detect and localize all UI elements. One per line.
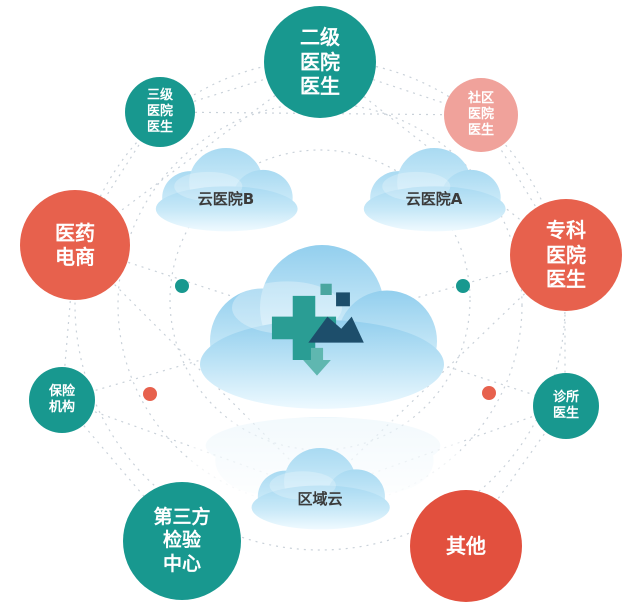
- node-insurance-institutions: 保险 机构: [29, 367, 95, 433]
- node-label: 其他: [446, 533, 486, 558]
- node-label: 诊所 医生: [552, 390, 579, 421]
- connector-dot-red-left: [143, 387, 157, 401]
- node-label: 二级 医院 医生: [300, 25, 340, 99]
- node-label: 专科 医院 医生: [546, 218, 586, 292]
- medical-plus-mountain-upload-icon: [262, 282, 372, 386]
- cloud-regional-label: 区域云: [297, 490, 343, 508]
- connector-dot-red-right: [482, 386, 496, 400]
- node-pharma-ecommerce: 医药 电商: [20, 190, 130, 300]
- cloud-hospital-b: 云医院B: [148, 148, 304, 234]
- node-label: 社区 医院 医生: [467, 91, 494, 138]
- connector-dot-teal-left: [175, 279, 189, 293]
- node-label: 医药 电商: [55, 220, 95, 269]
- node-label: 第三方 检验 中心: [153, 506, 211, 575]
- connector-dot-teal-right: [456, 279, 470, 293]
- node-secondary-hospital-doctors: 二级 医院 医生: [264, 6, 376, 118]
- node-community-hospital-doctors: 社区 医院 医生: [444, 78, 518, 152]
- cloud-hospital-b-label: 云医院B: [197, 190, 255, 208]
- node-clinic-doctors: 诊所 医生: [533, 373, 599, 439]
- node-others: 其他: [410, 490, 522, 602]
- cloud-regional: 区域云: [244, 448, 396, 532]
- node-label: 三级 医院 医生: [146, 88, 173, 135]
- node-specialist-hospital-doctors: 专科 医院 医生: [510, 199, 622, 311]
- node-label: 保险 机构: [48, 384, 75, 415]
- node-third-party-testing-center: 第三方 检验 中心: [123, 482, 241, 600]
- node-tertiary-hospital-doctors: 三级 医院 医生: [125, 77, 195, 147]
- cloud-hospital-a-label: 云医院A: [405, 190, 463, 208]
- cloud-hospital-a: 云医院A: [356, 148, 512, 234]
